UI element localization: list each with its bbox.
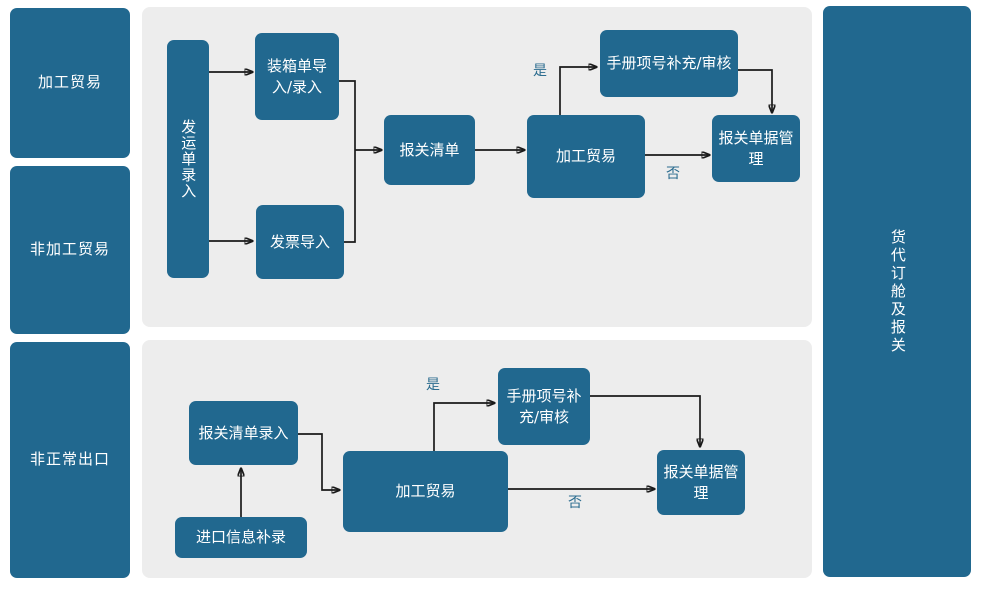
lane-label-text: 非加工贸易	[29, 240, 110, 259]
lane-label-processing-trade[interactable]: 加工贸易	[10, 8, 130, 158]
node-label: 加工贸易	[395, 482, 456, 501]
node-manual-item-supplement-bottom[interactable]: 手册项号补充/审核	[498, 368, 590, 445]
node-processing-trade-bottom[interactable]: 加工贸易	[343, 451, 508, 532]
edge-label-yes-bottom: 是	[426, 374, 440, 394]
edge-label-text: 是	[533, 63, 547, 79]
edge-label-no-bottom: 否	[568, 492, 582, 512]
edge-label-text: 否	[568, 495, 582, 511]
lane-label-abnormal-export[interactable]: 非正常出口	[10, 342, 130, 578]
node-declaration-list[interactable]: 报关清单	[384, 115, 475, 185]
lane-label-non-processing-trade[interactable]: 非加工贸易	[10, 166, 130, 334]
edge-label-no-top: 否	[666, 163, 680, 183]
node-shipment-entry[interactable]: 发运单录入	[167, 40, 209, 278]
edge-label-text: 是	[426, 377, 440, 393]
node-label: 报关清单	[399, 140, 460, 159]
node-import-info-supplement[interactable]: 进口信息补录	[175, 517, 307, 558]
node-label: 报关单据管理	[663, 463, 739, 502]
node-label: 报关清单录入	[198, 423, 289, 442]
node-invoice-import[interactable]: 发票导入	[256, 205, 344, 279]
lane-label-text: 货代订舱及报关	[888, 228, 907, 355]
node-declaration-list-entry[interactable]: 报关清单录入	[189, 401, 298, 465]
node-label: 加工贸易	[555, 147, 616, 166]
node-declaration-docs-management-top[interactable]: 报关单据管理	[712, 115, 800, 182]
node-label: 装箱单导入/录入	[266, 57, 327, 96]
node-label: 发运单录入	[179, 119, 198, 199]
node-label: 报关单据管理	[718, 129, 794, 168]
node-packing-list-import[interactable]: 装箱单导入/录入	[255, 33, 339, 120]
lane-label-forwarding-and-customs[interactable]: 货代订舱及报关	[823, 6, 971, 577]
lane-label-text: 加工贸易	[37, 73, 102, 92]
edge-label-text: 否	[666, 166, 680, 182]
edge-label-yes-top: 是	[533, 60, 547, 80]
node-label: 进口信息补录	[195, 528, 286, 547]
node-label: 发票导入	[269, 232, 330, 251]
node-manual-item-supplement-top[interactable]: 手册项号补充/审核	[600, 30, 738, 97]
node-label: 手册项号补充/审核	[506, 387, 582, 426]
lane-label-text: 非正常出口	[29, 450, 110, 469]
node-label: 手册项号补充/审核	[606, 54, 732, 73]
node-processing-trade-top[interactable]: 加工贸易	[527, 115, 645, 198]
node-declaration-docs-management-bottom[interactable]: 报关单据管理	[657, 450, 745, 515]
